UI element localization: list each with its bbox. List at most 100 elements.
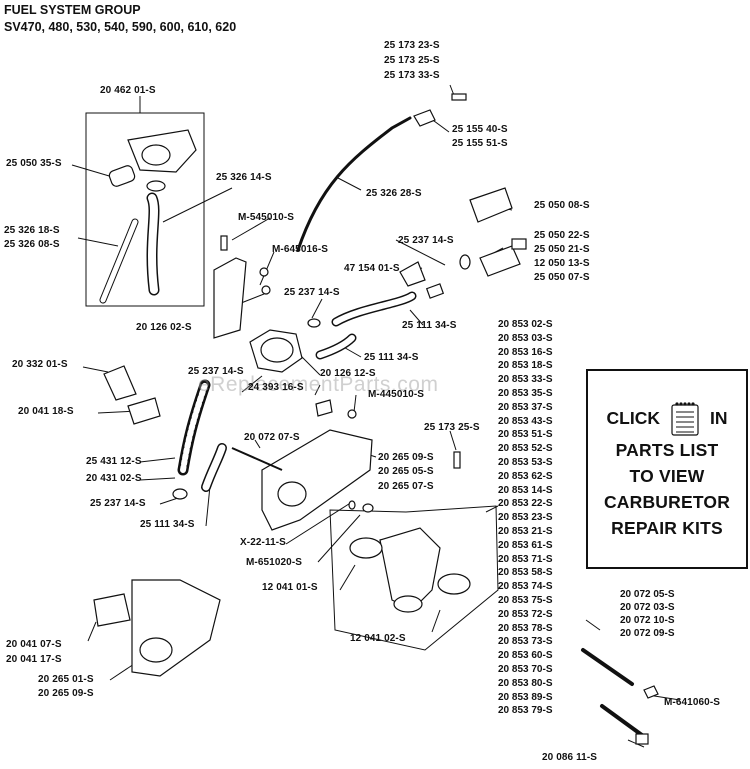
carb-kit-part-number: 20 853 21-S: [498, 525, 553, 537]
callout-label: 47 154 01-S: [344, 263, 400, 274]
stud-part-number: 20 072 10-S: [620, 615, 675, 626]
callout-label: 25 431 12-S: [86, 456, 142, 467]
carb-kit-part-number: 20 853 02-S: [498, 319, 553, 330]
stud-part-number: 20 072 09-S: [620, 628, 675, 639]
callout-label: 25 155 51-S: [452, 138, 508, 149]
carb-kit-part-number: 20 853 37-S: [498, 401, 553, 413]
fuel-line: [296, 116, 412, 252]
intake-manifold-upper: [261, 429, 373, 531]
carb-kit-part-number: 20 853 80-S: [498, 677, 553, 689]
carb-kit-part-number: 20 853 78-S: [498, 622, 553, 634]
parts-list-icon: [671, 402, 699, 436]
pump-bracket: [213, 257, 247, 339]
carb-kit-part-number: 20 853 53-S: [498, 456, 553, 468]
repair-box-line: PARTS LIST: [615, 440, 719, 460]
callout-label: 20 041 17-S: [6, 654, 62, 665]
carb-kit-part-number: 20 853 79-S: [498, 705, 553, 717]
carb-kit-part-number: 20 853 33-S: [498, 374, 553, 386]
callout-label: 20 072 07-S: [244, 432, 300, 443]
fuel-pump-kit-frame: [85, 112, 205, 307]
carb-kit-part-number: 20 853 62-S: [498, 470, 553, 482]
carb-kit-part-number: 20 853 18-S: [498, 360, 553, 372]
callout-label: 25 237 14-S: [398, 235, 454, 246]
callout-label: 20 041 18-S: [18, 406, 74, 417]
callout-label: 20 462 01-S: [100, 85, 156, 96]
carb-kit-part-number: 20 853 51-S: [498, 429, 553, 441]
callout-label: 20 265 09-S: [38, 688, 94, 699]
callout-label: 25 237 14-S: [188, 366, 244, 377]
in-text: IN: [709, 407, 728, 428]
carb-kit-part-number: 20 853 35-S: [498, 387, 553, 399]
carb-kit-part-number: 20 853 70-S: [498, 663, 553, 675]
carb-kit-part-number: 20 853 58-S: [498, 567, 553, 579]
callout-label: 24 393 16-S: [248, 382, 304, 393]
gasket: [127, 397, 161, 425]
model-list: SV470, 480, 530, 540, 590, 600, 610, 620: [4, 20, 237, 34]
callout-label: 25 326 14-S: [216, 172, 272, 183]
watermark: eReplacementParts.com: [198, 373, 439, 396]
carb-kit-part-number: 20 853 89-S: [498, 691, 553, 703]
callout-label: 25 111 34-S: [364, 352, 419, 363]
carb-kit-part-number: 20 853 74-S: [498, 581, 553, 593]
carb-kit-part-number: 20 853 14-S: [498, 484, 553, 496]
callout-label: 25 050 22-S: [534, 230, 590, 241]
callout-label: M-445010-S: [368, 389, 425, 400]
carb-kit-part-number: 20 853 52-S: [498, 443, 553, 455]
carb-kit-part-number: 20 853 73-S: [498, 636, 553, 648]
callout-label: 25 050 35-S: [6, 158, 62, 169]
callout-label: 20 265 09-S: [378, 452, 434, 463]
heat-deflector: [103, 365, 137, 401]
fuel-filter-mid: [479, 245, 521, 277]
callout-label: M-651020-S: [246, 557, 303, 568]
callout-label: 20 265 01-S: [38, 674, 94, 685]
callout-label: M-641060-S: [664, 697, 721, 708]
callout-label: 25 173 33-S: [384, 70, 440, 81]
callout-label: 25 173 23-S: [384, 40, 440, 51]
callout-label: 25 111 34-S: [140, 519, 195, 530]
carburetor-kit-frame: [329, 505, 499, 651]
callout-label: 25 111 34-S: [402, 320, 457, 331]
carb-kit-part-number: 20 853 60-S: [498, 650, 553, 662]
callout-label: 20 332 01-S: [12, 359, 68, 370]
carburetor-repair-kit-link[interactable]: CLICK IN PARTS LIST TO VIEW CARBURETOR R…: [586, 369, 748, 569]
carb-kit-part-number: 20 853 23-S: [498, 512, 553, 524]
callout-label: 25 050 07-S: [534, 272, 590, 283]
callout-label: 25 155 40-S: [452, 124, 508, 135]
repair-box-line: CARBURETOR: [603, 492, 731, 512]
callout-label: 25 237 14-S: [90, 498, 146, 509]
callout-label: 25 237 14-S: [284, 287, 340, 298]
callout-label: 12 041 02-S: [350, 633, 406, 644]
callout-label: 20 126 12-S: [320, 368, 376, 379]
fuel-filter-top: [469, 187, 513, 223]
callout-label: 25 173 25-S: [424, 422, 480, 433]
carb-kit-part-number: 20 853 75-S: [498, 594, 553, 606]
stud-part-number: 20 072 03-S: [620, 602, 675, 613]
callout-label: M-645016-S: [272, 244, 329, 255]
stud-part-list: 20 072 05-S 20 072 03-S 20 072 10-S 20 072 …: [620, 588, 710, 640]
carb-kit-part-number: 20 853 61-S: [498, 539, 553, 551]
callout-label: 20 126 02-S: [136, 322, 192, 333]
callout-label: 20 086 11-S: [542, 752, 598, 763]
callout-label: 25 050 21-S: [534, 244, 590, 255]
click-row: CLICK IN: [588, 399, 746, 437]
stud-part-number: 20 072 05-S: [620, 589, 675, 600]
repair-box-line: REPAIR KITS: [611, 518, 723, 538]
callout-label: 12 041 01-S: [262, 582, 318, 593]
carb-kit-part-number: 20 853 71-S: [498, 553, 553, 565]
carb-kit-part-number: 20 853 72-S: [498, 608, 553, 620]
callout-label: M-545010-S: [238, 212, 295, 223]
click-text: CLICK: [606, 407, 660, 428]
callout-label: 25 050 08-S: [534, 200, 590, 211]
page-title: FUEL SYSTEM GROUP: [4, 3, 141, 17]
callout-label: 20 431 02-S: [86, 473, 142, 484]
carburetor: [379, 527, 441, 611]
callout-label: 25 326 18-S: [4, 225, 60, 236]
callout-label: 20 265 05-S: [378, 466, 434, 477]
callout-label: X-22-11-S: [240, 537, 286, 548]
carb-kit-part-number: 20 853 43-S: [498, 415, 553, 427]
repair-box-line: TO VIEW: [629, 466, 705, 486]
carb-kit-part-number: 20 853 22-S: [498, 498, 553, 510]
carb-kit-part-number: 20 853 16-S: [498, 346, 553, 358]
